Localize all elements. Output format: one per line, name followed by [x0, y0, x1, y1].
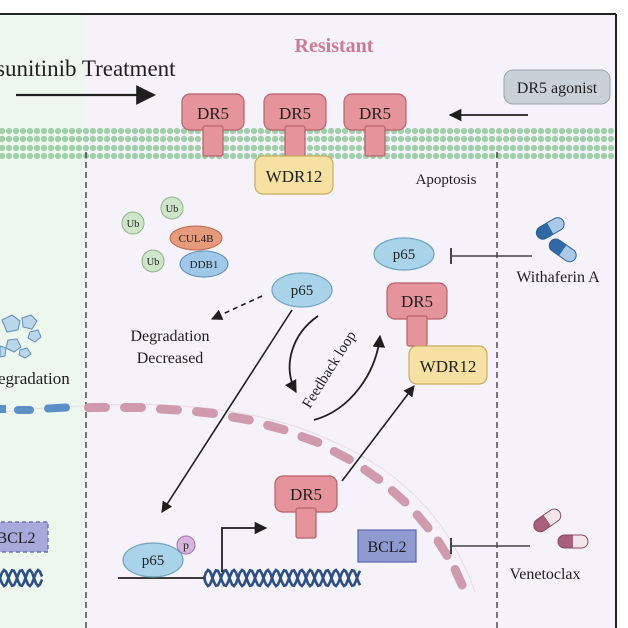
- venetoclax-label: Venetoclax: [509, 566, 580, 583]
- dr5-label: DR5: [290, 485, 322, 504]
- ddb1-label: DDB1: [190, 259, 219, 271]
- p65-translocation-arrow: [161, 309, 293, 513]
- treatment-label: sunitinib Treatment: [0, 56, 176, 81]
- feedback-loop-arrow-right: [313, 334, 386, 421]
- dr5-nuclear: DR5: [274, 475, 338, 539]
- bcl2-box: BCL2: [357, 529, 417, 563]
- left-degradation-label: egradation: [0, 369, 70, 388]
- apoptosis-label: Apoptosis: [416, 172, 477, 188]
- p65-label: p65: [142, 553, 165, 569]
- feedback-loop-arrow-left: [285, 315, 319, 394]
- ubiquitin-complex: Ub Ub Ub DDB1 CUL4B: [121, 196, 229, 278]
- ub-label: Ub: [127, 219, 140, 230]
- wdr12-label: WDR12: [420, 357, 477, 376]
- p65-cytoplasm: p65: [271, 272, 333, 308]
- membrane-dr5-receptor-3: DR5: [343, 93, 407, 157]
- p65-label: p65: [393, 247, 416, 263]
- venetoclax-pills-icon: [533, 508, 589, 549]
- ub-label: Ub: [147, 257, 160, 268]
- degradation-debris-icon: [0, 314, 42, 359]
- p65-label: p65: [291, 283, 314, 299]
- promoter-arrow: [221, 521, 268, 572]
- dr5-agonist-label: DR5 agonist: [517, 80, 598, 97]
- resistant-title: Resistant: [295, 35, 374, 57]
- p65-inhibited: p65: [373, 237, 435, 271]
- nuclear-envelope: [0, 402, 476, 593]
- dr5-export-arrow: [341, 385, 415, 482]
- dr5-label: DR5: [359, 104, 391, 123]
- dr5-label: DR5: [197, 104, 229, 123]
- withaferin-a-label: Withaferin A: [516, 269, 600, 286]
- dr5-label: DR5: [279, 104, 311, 123]
- left-bcl2-box: BCL2: [0, 521, 49, 553]
- membrane-dr5-receptor-2: DR5: [263, 93, 327, 157]
- decreased-label: Decreased: [137, 350, 204, 367]
- dr5-agonist-box: [503, 69, 611, 105]
- membrane-dr5-receptor-1: DR5: [181, 93, 245, 157]
- bcl2-label: BCL2: [367, 539, 406, 556]
- degradation-label: Degradation: [130, 328, 209, 345]
- dr5-wdr12-complex: DR5 WDR12: [386, 282, 488, 385]
- wdr12-label: WDR12: [266, 167, 323, 186]
- bcl2-label: BCL2: [0, 530, 36, 547]
- withaferin-pills-icon: [535, 217, 577, 263]
- phospho-label: p: [183, 538, 189, 552]
- cul4b-label: CUL4B: [179, 233, 214, 245]
- p65-nuclear: p65 p: [122, 535, 196, 578]
- ub-label: Ub: [166, 204, 179, 215]
- membrane-wdr12-box: WDR12: [254, 155, 334, 195]
- dna-helix-left: [0, 568, 44, 588]
- dna-helix-main: [202, 568, 362, 588]
- degradation-dashed-arrow: [210, 295, 263, 320]
- dr5-label: DR5: [401, 292, 433, 311]
